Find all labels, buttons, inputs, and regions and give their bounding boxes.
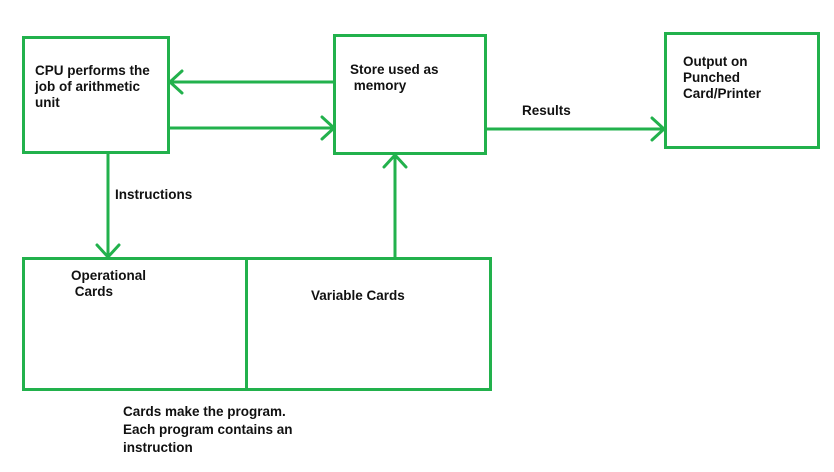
output-box xyxy=(664,32,820,149)
store-label: Store used as memory xyxy=(350,62,439,93)
caption-note: Cards make the program. Each program con… xyxy=(123,404,293,455)
variable-cards-label: Variable Cards xyxy=(311,288,405,303)
arrowhead-variable-to-store xyxy=(382,153,408,169)
cpu-label: CPU performs the job of arithmetic unit xyxy=(35,63,150,110)
operational-cards-label: Operational Cards xyxy=(71,268,147,299)
variable-cards-box xyxy=(245,257,492,391)
cpu-box xyxy=(22,36,170,154)
operational-cards-box xyxy=(22,257,248,391)
results-edge-label: Results xyxy=(522,103,571,118)
output-label: Output on Punched Card/Printer xyxy=(683,54,762,101)
arrowhead-store-to-cpu xyxy=(168,69,184,95)
instructions-edge-label: Instructions xyxy=(115,187,193,202)
store-box xyxy=(333,34,487,155)
